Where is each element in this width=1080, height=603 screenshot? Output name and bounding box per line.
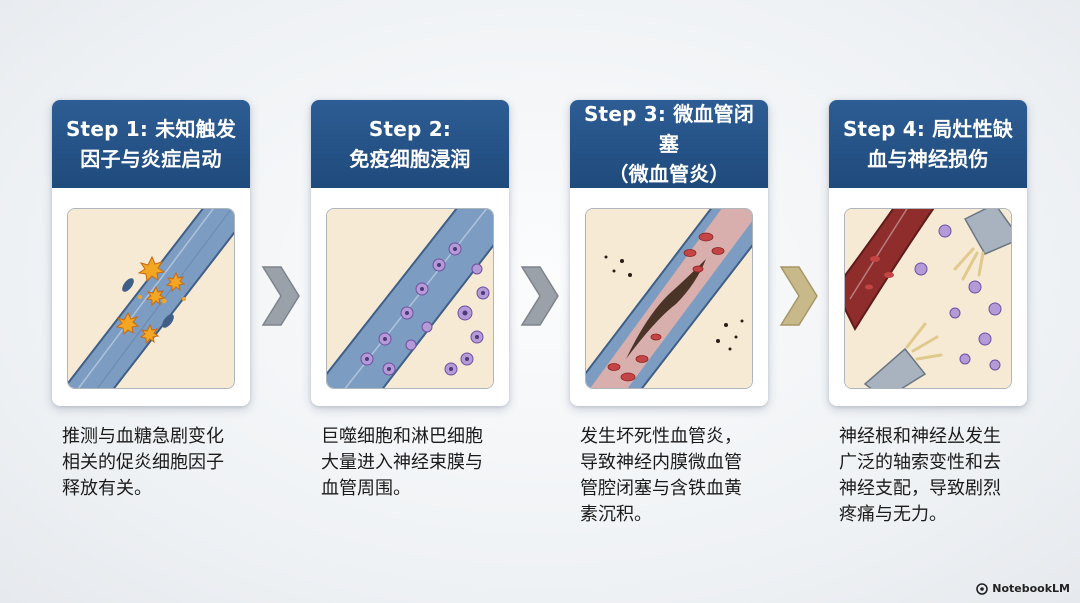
step-3-title: Step 3: 微血管闭塞 （微血管炎）	[570, 100, 768, 189]
notebooklm-logo-icon	[976, 583, 988, 595]
step-2-title-line2: 免疫细胞浸润	[349, 144, 470, 174]
step-3-desc-line: 导致神经内膜微血管	[580, 450, 780, 476]
step-3-desc-line: 管腔闭塞与含铁血黄	[580, 476, 780, 502]
step-card-2: Step 2: 免疫细胞浸润	[311, 100, 509, 406]
step-2-title-line1: Step 2:	[349, 114, 470, 144]
step-2-header: Step 2: 免疫细胞浸润	[311, 100, 509, 188]
step-1-title-line2: 因子与炎症启动	[66, 144, 236, 174]
step-4-desc-line: 神经根和神经丛发生	[839, 424, 1039, 450]
step-3-desc-line: 素沉积。	[580, 502, 780, 528]
step-4-desc-line: 神经支配，导致剧烈	[839, 476, 1039, 502]
step-4-desc-line: 疼痛与无力。	[839, 502, 1039, 528]
chevron-right-icon	[518, 263, 562, 329]
step-2-title: Step 2: 免疫细胞浸润	[343, 114, 476, 174]
step-2-desc-line: 大量进入神经束膜与	[321, 450, 521, 476]
step-4-title-line1: Step 4: 局灶性缺	[843, 114, 1013, 144]
step-3-title-line1: Step 3: 微血管闭塞	[576, 100, 762, 159]
step-1-title-line1: Step 1: 未知触发	[66, 114, 236, 144]
step-3-header: Step 3: 微血管闭塞 （微血管炎）	[570, 100, 768, 188]
step-1-illustration	[67, 208, 235, 389]
step-card-4: Step 4: 局灶性缺 血与神经损伤	[829, 100, 1027, 406]
step-card-3: Step 3: 微血管闭塞 （微血管炎）	[570, 100, 768, 406]
step-2-description: 巨噬细胞和淋巴细胞 大量进入神经束膜与 血管周围。	[321, 424, 521, 502]
step-2-desc-line: 血管周围。	[321, 476, 521, 502]
step-1-description: 推测与血糖急剧变化 相关的促炎细胞因子 释放有关。	[62, 424, 262, 502]
step-4-title-line2: 血与神经损伤	[843, 144, 1013, 174]
step-3-title-line2: （微血管炎）	[576, 159, 762, 189]
step-3-description: 发生坏死性血管炎， 导致神经内膜微血管 管腔闭塞与含铁血黄 素沉积。	[580, 424, 780, 528]
brand-label: NotebookLM	[992, 582, 1070, 595]
step-4-title: Step 4: 局灶性缺 血与神经损伤	[837, 114, 1019, 174]
step-4-illustration	[844, 208, 1012, 389]
step-1-desc-line: 相关的促炎细胞因子	[62, 450, 262, 476]
step-1-desc-line: 释放有关。	[62, 476, 262, 502]
step-2-desc-line: 巨噬细胞和淋巴细胞	[321, 424, 521, 450]
step-1-header: Step 1: 未知触发 因子与炎症启动	[52, 100, 250, 188]
step-1-title: Step 1: 未知触发 因子与炎症启动	[60, 114, 242, 174]
step-4-desc-line: 广泛的轴索变性和去	[839, 450, 1039, 476]
step-card-1: Step 1: 未知触发 因子与炎症启动	[52, 100, 250, 406]
chevron-right-icon	[777, 263, 821, 329]
step-4-description: 神经根和神经丛发生 广泛的轴索变性和去 神经支配，导致剧烈 疼痛与无力。	[839, 424, 1039, 528]
step-3-desc-line: 发生坏死性血管炎，	[580, 424, 780, 450]
step-2-illustration	[326, 208, 494, 389]
step-3-illustration	[585, 208, 753, 389]
chevron-right-icon	[259, 263, 303, 329]
step-1-desc-line: 推测与血糖急剧变化	[62, 424, 262, 450]
notebooklm-brand: NotebookLM	[976, 582, 1070, 595]
step-4-header: Step 4: 局灶性缺 血与神经损伤	[829, 100, 1027, 188]
